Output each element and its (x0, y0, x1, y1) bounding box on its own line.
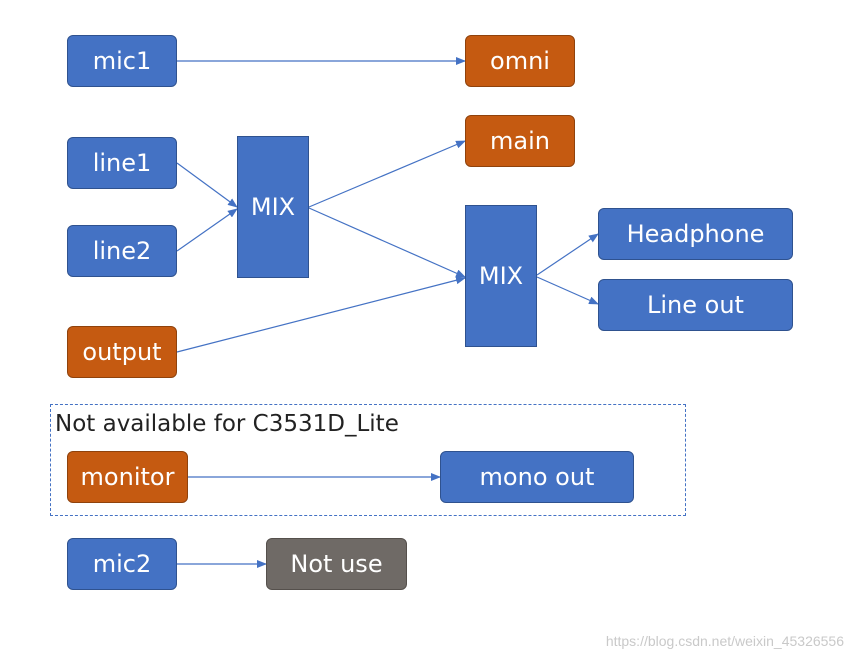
node-mono-out: mono out (440, 451, 634, 503)
node-not-use: Not use (266, 538, 407, 590)
unavailable-group: Not available for C3531D_Lite (50, 404, 686, 516)
watermark: https://blog.csdn.net/weixin_45326556 (605, 633, 844, 649)
node-headphone: Headphone (598, 208, 793, 260)
node-output: output (67, 326, 177, 378)
edge-mix2-lineout (536, 276, 599, 305)
node-main: main (465, 115, 575, 167)
edge-mix1-mix2 (308, 207, 466, 278)
edge-mix2-headphone (536, 233, 599, 276)
node-mix-2: MIX (465, 205, 537, 347)
unavailable-group-label: Not available for C3531D_Lite (55, 411, 399, 437)
node-monitor: monitor (67, 451, 188, 503)
edge-output-mix2 (176, 276, 466, 353)
node-line-out: Line out (598, 279, 793, 331)
node-mix-1: MIX (237, 136, 309, 278)
node-omni: omni (465, 35, 575, 87)
edge-mix1-main (308, 140, 466, 208)
edge-line2-mix1 (176, 208, 238, 252)
node-line2: line2 (67, 225, 177, 277)
edge-line1-mix1 (176, 162, 238, 208)
node-line1: line1 (67, 137, 177, 189)
node-mic1: mic1 (67, 35, 177, 87)
node-mic2: mic2 (67, 538, 177, 590)
